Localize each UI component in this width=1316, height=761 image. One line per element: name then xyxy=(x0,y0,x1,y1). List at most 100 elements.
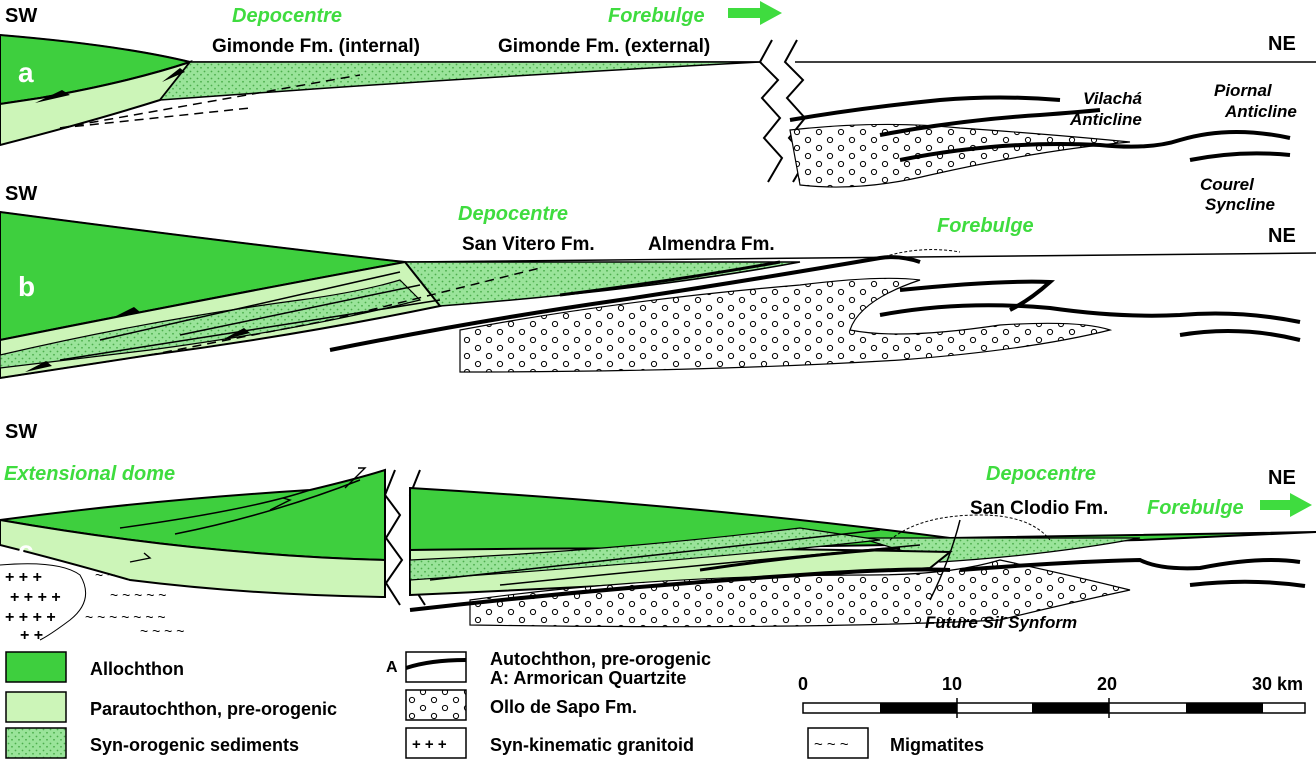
panel-c-quartzite-1 xyxy=(409,567,951,612)
legend-granitoid-marks: + + + xyxy=(412,736,447,753)
panel-b-letter: b xyxy=(18,271,35,302)
scale-seg-2 xyxy=(1032,703,1109,713)
panel-c-left-detachment xyxy=(174,479,361,535)
panel-b-fm-san-vitero: San Vitero Fm. xyxy=(462,234,595,255)
scale-tick-20: 20 xyxy=(1097,674,1117,694)
panel-c-letter: c xyxy=(18,535,34,566)
panel-c-arrow-1 xyxy=(269,497,292,511)
legend-swatch-parautochthon xyxy=(5,691,67,723)
panel-c-quartzite-2 xyxy=(699,546,901,572)
panel-a-vilacha-2: Anticline xyxy=(1069,110,1142,129)
panel-b-thrust-arrow-2 xyxy=(222,328,250,340)
legend: Allochthon Parautochthon, pre-orogenic S… xyxy=(5,649,984,759)
legend-label-granitoid: Syn-kinematic granitoid xyxy=(490,735,694,755)
panel-b-dashed-base xyxy=(0,267,541,379)
panel-a: SW NE a Depocentre Forebulge Gimonde Fm.… xyxy=(0,1,1316,214)
panel-c-left-parautochthon xyxy=(0,518,386,599)
panel-b: SW NE b Depocentre Forebulge San Vitero … xyxy=(0,183,1316,380)
panel-c-forebulge-arrow xyxy=(1260,493,1312,517)
panel-a-quartzite-3 xyxy=(899,129,1291,162)
panel-a-ne: NE xyxy=(1268,33,1296,55)
panel-a-break xyxy=(758,39,784,183)
panel-b-quartzite-2 xyxy=(559,260,781,297)
panel-c-arrow-3 xyxy=(129,552,152,563)
panel-a-sw: SW xyxy=(5,5,37,27)
panel-a-ollo xyxy=(789,123,1131,188)
panel-a-fm-internal: Gimonde Fm. (internal) xyxy=(212,36,420,57)
panel-c-granite-crosses: + + + + + + + + + + + + + xyxy=(5,569,65,644)
panel-c-depocentre: Depocentre xyxy=(986,463,1096,485)
panel-c-right-stip xyxy=(409,527,881,581)
panel-c-migmatite-marks: ~ ~ ~ ~ ~ ~ ~ ~ ~ ~ ~ ~ ~ ~ ~ ~ ~ ~ xyxy=(85,567,184,639)
panel-b-depocentre: Depocentre xyxy=(458,203,568,225)
panel-b-forebulge-dash xyxy=(879,249,961,259)
panel-a-forebulge: Forebulge xyxy=(608,5,705,27)
panel-b-quartzite-3 xyxy=(899,279,1055,312)
panel-c-dashed-arch xyxy=(889,514,1051,541)
legend-swatch-granitoid xyxy=(405,727,467,759)
panel-a-letter: a xyxy=(18,57,34,88)
panel-b-thrust-2 xyxy=(179,284,421,336)
panel-b-thrust-3 xyxy=(59,299,441,361)
panel-c-ne: NE xyxy=(1268,467,1296,489)
panel-c-quartzite-4 xyxy=(1189,579,1306,588)
panel-b-fm-almendra: Almendra Fm. xyxy=(648,234,775,255)
legend-label-ollo: Ollo de Sapo Fm. xyxy=(490,697,637,717)
panel-c-thrust-1 xyxy=(429,529,881,581)
legend-swatch-synorogenic xyxy=(5,727,67,759)
panel-c-break-1 xyxy=(383,469,404,606)
panel-c-sw: SW xyxy=(5,421,37,443)
legend-label-autochthon-1: Autochthon, pre-orogenic xyxy=(490,649,711,669)
panel-a-courel-2: Syncline xyxy=(1205,195,1275,214)
panel-a-piornal-2: Anticline xyxy=(1224,102,1297,121)
legend-quartzite-line xyxy=(405,658,467,670)
panel-a-depocentre: Depocentre xyxy=(232,5,342,27)
panel-b-quartzite-1 xyxy=(329,255,921,352)
panel-b-quartzite-5 xyxy=(1179,329,1301,342)
panel-a-quartzite-2 xyxy=(879,108,1101,137)
panel-a-dashed-2 xyxy=(59,107,251,129)
scale-seg-1 xyxy=(880,703,957,713)
panel-c-fm-san-clodio: San Clodio Fm. xyxy=(970,498,1108,519)
panel-b-thrust-1 xyxy=(99,271,401,341)
panel-a-piornal-1: Piornal xyxy=(1214,81,1273,100)
panel-a-courel-1: Courel xyxy=(1200,175,1255,194)
scale-tick-0: 0 xyxy=(798,674,808,694)
panel-a-forebulge-arrow xyxy=(728,1,782,25)
legend-label-synorogenic: Syn-orogenic sediments xyxy=(90,735,299,755)
legend-swatch-allochthon xyxy=(5,651,67,683)
panel-c-forebulge: Forebulge xyxy=(1147,497,1244,519)
panel-a-synorogenic xyxy=(158,61,761,101)
scale-bar: 0 10 20 30 km xyxy=(798,674,1306,718)
panel-a-vilacha-1: Vilachá xyxy=(1083,89,1142,108)
scale-tick-30: 30 km xyxy=(1252,674,1303,694)
panel-c-quartzite-3 xyxy=(959,557,1301,572)
legend-label-parautochthon: Parautochthon, pre-orogenic xyxy=(90,699,337,719)
scale-seg-3 xyxy=(1186,703,1263,713)
panel-c: SW NE c Extensional dome Depocentre San … xyxy=(0,421,1316,644)
panel-b-ne: NE xyxy=(1268,225,1296,247)
panel-c-granite-boundary xyxy=(0,563,87,641)
panel-b-thrust-arrow-1 xyxy=(112,307,140,318)
panel-a-quartzite-1 xyxy=(789,95,1061,122)
panel-c-left-detachment-2 xyxy=(119,489,311,529)
panel-a-fm-external: Gimonde Fm. (external) xyxy=(498,36,710,57)
legend-migmatite-marks: ~ ~ ~ xyxy=(814,736,849,753)
panel-c-extensional-dome: Extensional dome xyxy=(4,463,175,485)
legend-swatch-migmatites xyxy=(807,727,869,759)
scale-tick-10: 10 xyxy=(942,674,962,694)
panel-b-sw: SW xyxy=(5,183,37,205)
panel-b-thrust-arrow-3 xyxy=(25,361,52,372)
legend-label-allochthon: Allochthon xyxy=(90,659,184,679)
panel-b-forebulge: Forebulge xyxy=(937,215,1034,237)
panel-b-ollo xyxy=(459,277,1113,373)
panel-c-arrow-2 xyxy=(344,467,367,489)
panel-b-synorogenic xyxy=(403,261,801,307)
panel-c-future-sil: Future Sil Synform xyxy=(925,613,1077,632)
panel-a-thrust-arrow-1 xyxy=(35,90,70,103)
legend-label-autochthon-2: A: Armorican Quartzite xyxy=(490,668,686,688)
panel-a-quartzite-4 xyxy=(1189,151,1291,162)
panel-a-thrust-arrow-2 xyxy=(162,68,185,82)
panel-a-dashed-1 xyxy=(59,74,361,129)
